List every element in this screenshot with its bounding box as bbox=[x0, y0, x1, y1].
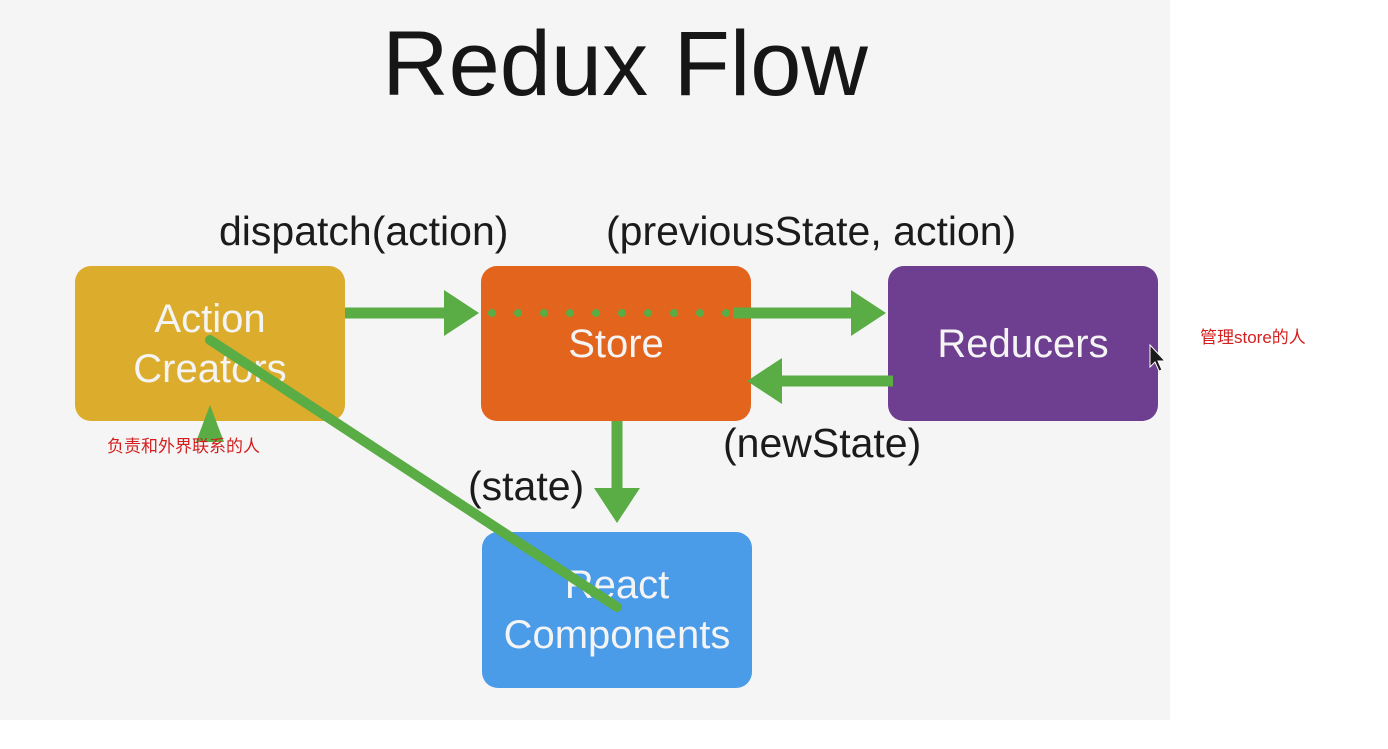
react-components-node: React Components bbox=[482, 532, 752, 688]
state-label: (state) bbox=[468, 463, 585, 509]
diagram-title: Redux Flow bbox=[382, 13, 868, 115]
action-creators-annotation: 负责和外界联系的人 bbox=[107, 437, 260, 456]
store-node: Store bbox=[481, 266, 751, 421]
store-manager-annotation: 管理store的人 bbox=[1200, 328, 1306, 347]
new-state-label: (newState) bbox=[723, 420, 922, 466]
action-creators-node: Action Creators bbox=[75, 266, 345, 421]
dispatch-action-label: dispatch(action) bbox=[219, 208, 509, 254]
reducers-node: Reducers bbox=[888, 266, 1158, 421]
previous-state-action-label: (previousState, action) bbox=[606, 208, 1017, 254]
